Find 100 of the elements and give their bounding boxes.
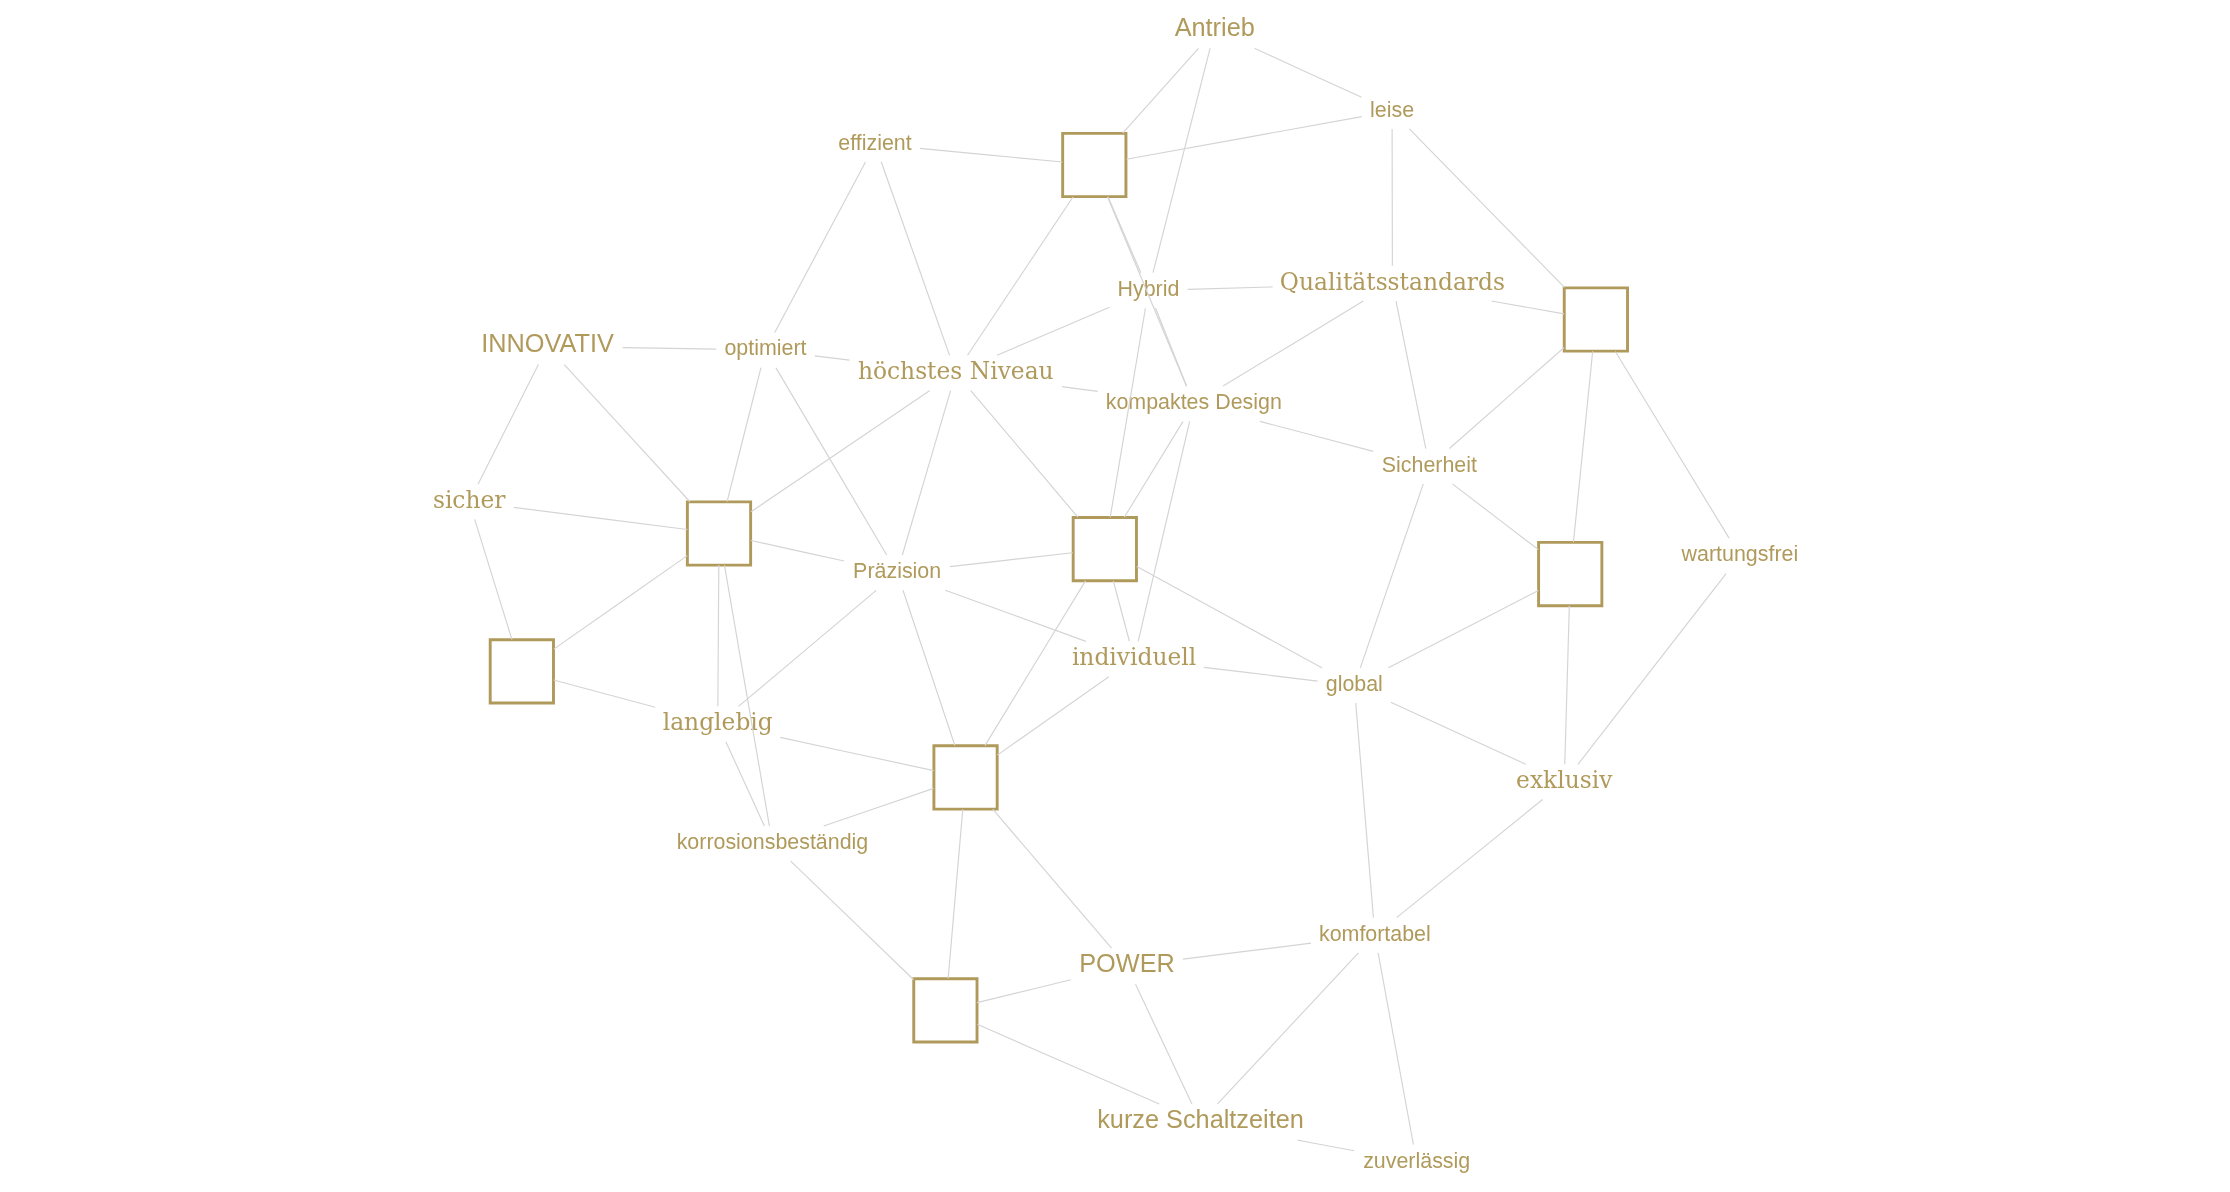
connector bbox=[1576, 573, 1727, 765]
connector bbox=[1451, 483, 1539, 551]
connector bbox=[749, 390, 930, 513]
node-text: leise bbox=[1369, 97, 1414, 122]
connector bbox=[1151, 47, 1211, 274]
node-text: Qualitätsstandards bbox=[1279, 267, 1505, 296]
node-text: global bbox=[1325, 671, 1383, 696]
node-text: korrosionsbeständig bbox=[676, 830, 868, 855]
connector bbox=[1448, 346, 1565, 450]
connector bbox=[1125, 116, 1362, 160]
connector bbox=[552, 679, 656, 708]
connector bbox=[512, 506, 688, 531]
connector bbox=[1106, 196, 1187, 387]
node-text: Präzision bbox=[852, 559, 941, 584]
connector bbox=[901, 589, 955, 747]
connector bbox=[1123, 421, 1183, 518]
connector bbox=[995, 306, 1110, 356]
connector bbox=[944, 589, 1086, 642]
connector bbox=[552, 555, 688, 650]
connector bbox=[749, 539, 845, 562]
connector bbox=[774, 367, 887, 556]
connector bbox=[773, 161, 866, 334]
connector bbox=[966, 196, 1074, 356]
connector bbox=[1354, 702, 1374, 919]
connector bbox=[779, 736, 934, 772]
node-text: kurze Schaltzeiten bbox=[1096, 1105, 1304, 1134]
node-text: Antrieb bbox=[1174, 13, 1255, 42]
connector bbox=[1135, 565, 1323, 669]
connector bbox=[1359, 483, 1424, 669]
connector bbox=[1258, 420, 1374, 452]
connector bbox=[1186, 286, 1273, 290]
node-box bbox=[1536, 540, 1603, 608]
connector bbox=[975, 979, 1071, 1004]
connector bbox=[1202, 666, 1318, 682]
connector bbox=[1216, 952, 1359, 1105]
connector bbox=[476, 363, 539, 485]
node-box bbox=[685, 500, 752, 567]
node-text: wartungsfrei bbox=[1681, 542, 1798, 567]
node-box bbox=[931, 744, 999, 811]
connector bbox=[1389, 701, 1526, 765]
connector bbox=[473, 518, 512, 641]
connector bbox=[983, 580, 1086, 747]
connector bbox=[969, 390, 1078, 518]
node-box bbox=[488, 638, 555, 705]
node-text: exklusiv bbox=[1515, 765, 1612, 794]
connector bbox=[1154, 307, 1187, 387]
connector bbox=[996, 676, 1109, 756]
connector bbox=[1253, 47, 1362, 98]
node-text: INNOVATIV bbox=[480, 329, 614, 358]
connector bbox=[621, 347, 717, 350]
connector bbox=[726, 367, 762, 503]
node-text: komfortabel bbox=[1318, 921, 1431, 946]
connector bbox=[1181, 942, 1312, 960]
connector bbox=[1391, 128, 1393, 267]
connector bbox=[901, 390, 951, 556]
connector bbox=[563, 364, 691, 503]
connector bbox=[813, 355, 850, 361]
connector bbox=[1106, 196, 1141, 274]
node-text: langlebig bbox=[662, 707, 773, 736]
connector bbox=[724, 741, 765, 827]
node-text: individuell bbox=[1071, 642, 1196, 671]
node-text: höchstes Niveau bbox=[857, 356, 1054, 385]
connector bbox=[737, 589, 877, 707]
connector bbox=[1060, 386, 1098, 392]
connector bbox=[1408, 128, 1565, 288]
connector bbox=[1490, 300, 1565, 315]
connector bbox=[1296, 1139, 1355, 1152]
connector bbox=[1394, 300, 1426, 450]
connector bbox=[918, 147, 1063, 163]
node-box bbox=[1060, 131, 1127, 199]
connector bbox=[948, 552, 1073, 568]
connector bbox=[1112, 580, 1130, 642]
node-text: sicher bbox=[432, 485, 505, 514]
node-box bbox=[911, 977, 978, 1044]
connector bbox=[1121, 47, 1199, 134]
connector bbox=[880, 161, 950, 356]
connector bbox=[1109, 307, 1146, 518]
connector bbox=[1614, 350, 1730, 539]
connector bbox=[789, 860, 914, 981]
node-text: kompaktes Design bbox=[1105, 390, 1282, 415]
node-text: effizient bbox=[837, 130, 912, 155]
node-text: POWER bbox=[1078, 949, 1175, 978]
connector bbox=[1377, 952, 1414, 1146]
connector bbox=[1395, 798, 1543, 919]
node-text: optimiert bbox=[723, 336, 806, 361]
node-text: zuverlässig bbox=[1362, 1148, 1470, 1173]
node-box bbox=[1562, 286, 1629, 353]
connector bbox=[1387, 589, 1539, 669]
connector bbox=[1134, 983, 1193, 1105]
connector bbox=[1137, 420, 1190, 642]
connector bbox=[1572, 350, 1593, 543]
connector bbox=[1563, 605, 1570, 765]
connector bbox=[947, 808, 963, 980]
node-box bbox=[1071, 516, 1138, 583]
connector bbox=[822, 787, 934, 827]
connector bbox=[976, 1023, 1160, 1105]
node-text: Hybrid bbox=[1117, 276, 1179, 301]
connector bbox=[1222, 300, 1364, 387]
connector bbox=[991, 808, 1112, 949]
node-text: Sicherheit bbox=[1381, 452, 1477, 477]
